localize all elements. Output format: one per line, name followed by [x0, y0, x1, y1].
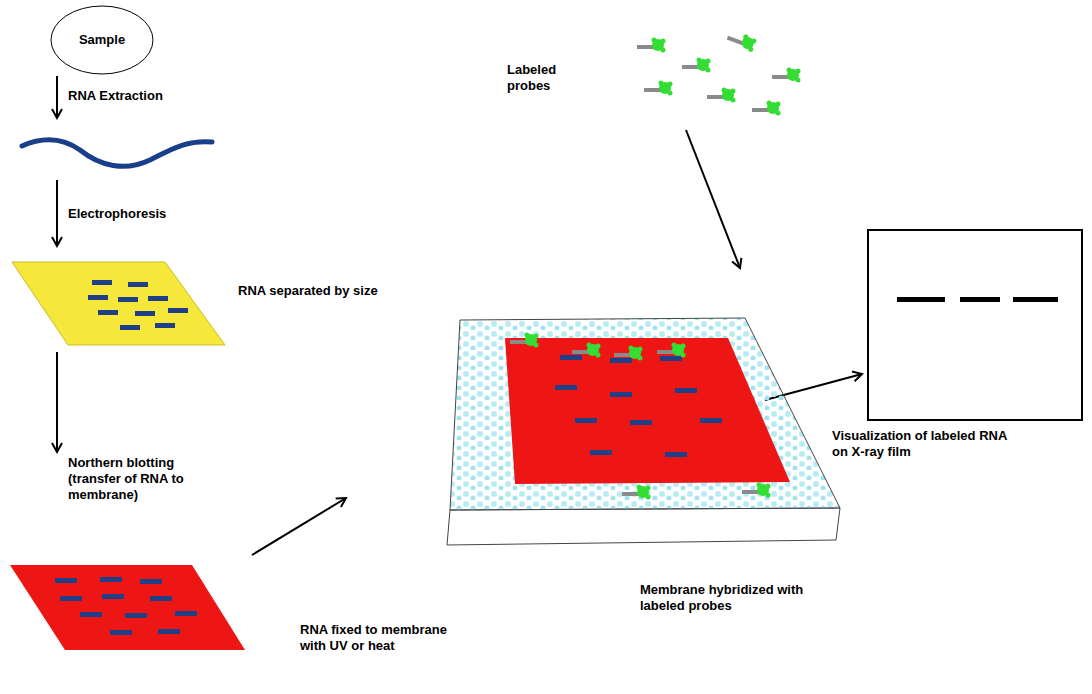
step-label: Visualization of labeled RNA on X-ray fi… [832, 428, 1007, 460]
node-text: Sample [79, 32, 125, 48]
sample-ellipse: Sample [50, 5, 154, 75]
step-label: Membrane hybridized with labeled probes [640, 582, 850, 614]
step-label: Northern blotting (transfer of RNA to me… [68, 455, 218, 503]
step-label: RNA fixed to membrane with UV or heat [300, 622, 460, 654]
step-label: RNA separated by size [238, 283, 458, 299]
step-label: RNA Extraction [68, 88, 228, 104]
step-label: Electrophoresis [68, 206, 228, 222]
step-label: Labeled probes [507, 62, 582, 94]
